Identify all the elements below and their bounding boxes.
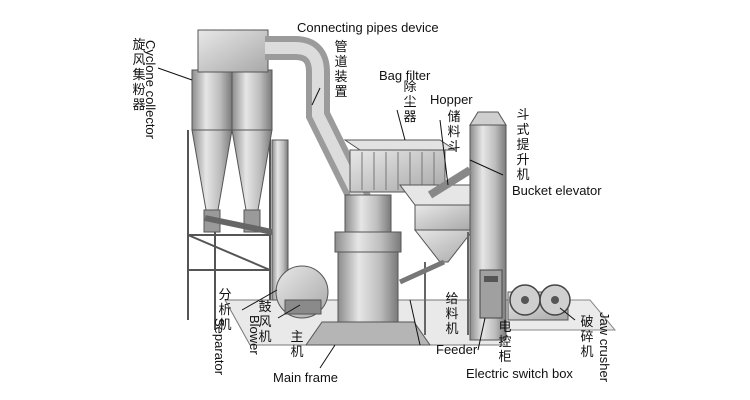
label-zh-bag-filter: 除尘器 <box>403 80 417 125</box>
label-electric-switch-box: Electric switch box <box>466 366 573 381</box>
cyclone-top-box <box>197 29 269 73</box>
label-zh-main-frame: 主机 <box>290 330 304 360</box>
jaw-crusher <box>507 284 571 321</box>
label-zh-cyclone-collector: 旋风集粉器 <box>132 38 146 113</box>
label-bag-filter: Bag filter <box>379 68 431 83</box>
cyclone-support-frame <box>187 130 271 330</box>
label-zh-bucket-elevator: 斗式提升机 <box>516 108 530 183</box>
label-bucket-elevator: Bucket elevator <box>512 183 602 198</box>
main-mill <box>305 194 431 346</box>
feed-chute <box>398 259 446 285</box>
label-zh-connecting-pipes: 管道装置 <box>334 40 348 100</box>
label-zh-feeder: 给料机 <box>445 292 459 337</box>
cyclone-collector-left <box>191 69 233 233</box>
cyclone-collector-right <box>231 69 273 233</box>
bag-filter <box>343 139 457 193</box>
label-zh-separator: 分析机 <box>218 288 232 333</box>
label-zh-electric-switch-box: 电控柜 <box>498 320 512 365</box>
label-hopper: Hopper <box>430 92 473 107</box>
label-feeder: Feeder <box>436 342 478 357</box>
label-zh-hopper: 储料斗 <box>447 110 461 155</box>
label-connecting-pipes: Connecting pipes device <box>297 20 439 35</box>
label-zh-blower: 鼓风机 <box>258 300 272 345</box>
label-main-frame: Main frame <box>273 370 339 385</box>
label-zh-jaw-crusher: 破碎机 <box>580 315 594 360</box>
leader-lines <box>157 67 576 369</box>
label-jaw-crusher: Jaw crusher <box>597 312 612 383</box>
